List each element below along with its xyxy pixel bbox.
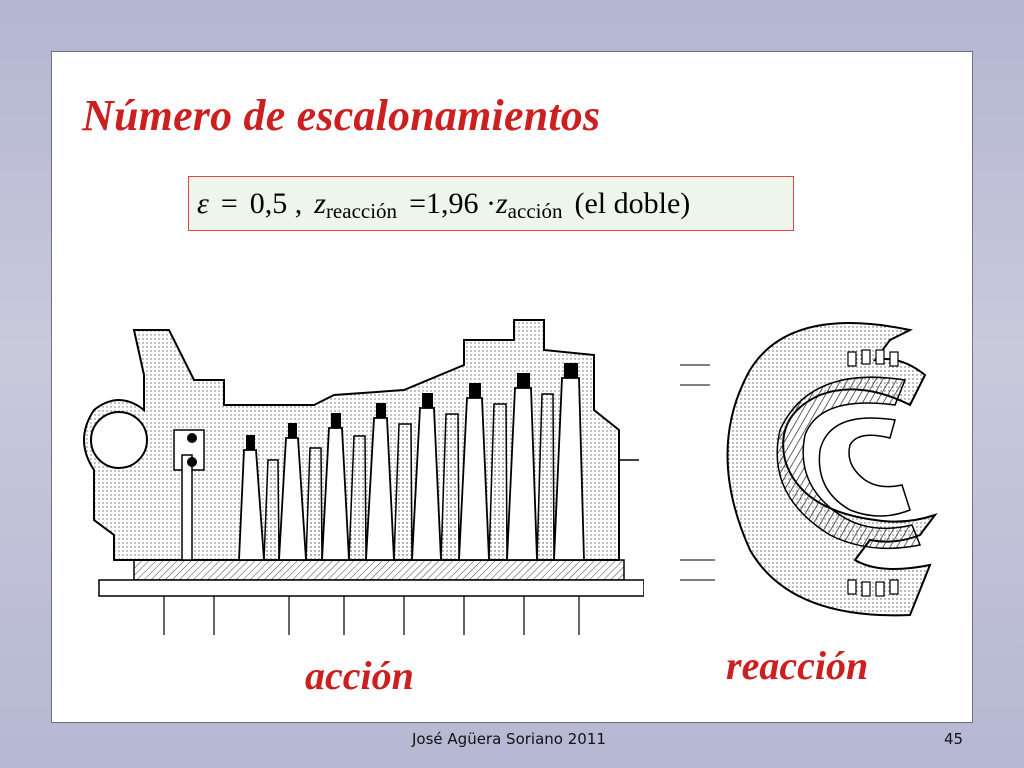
formula-factor: 1,96 · xyxy=(425,186,496,220)
formula-equals: = xyxy=(220,186,238,220)
page-number: 45 xyxy=(944,730,964,748)
formula-equals-2: = xyxy=(409,186,426,220)
formula-epsilon-value: 0,5 , xyxy=(249,186,303,220)
formula-sub-right: acción xyxy=(507,199,563,223)
impulse-turbine-drawing xyxy=(83,319,644,635)
formula-sub-left: reacción xyxy=(325,199,398,223)
formula-note: (el doble) xyxy=(574,186,691,220)
formula-z-left: z xyxy=(314,186,326,220)
figure-label-reaccion: reacción xyxy=(726,643,869,688)
reaction-turbine-drawing xyxy=(680,322,938,617)
formula-epsilon: ε xyxy=(197,186,209,220)
figure-label-accion: acción xyxy=(305,653,414,698)
slide-title: Número de escalonamientos xyxy=(82,91,601,140)
slide: Número de escalonamientos ε = 0,5 , z re… xyxy=(51,51,973,723)
footer-author: José Agüera Soriano 2011 xyxy=(412,730,606,748)
formula-z-right: z xyxy=(495,186,508,220)
formula-box: ε = 0,5 , z reacción = 1,96 · z acción (… xyxy=(188,176,794,231)
